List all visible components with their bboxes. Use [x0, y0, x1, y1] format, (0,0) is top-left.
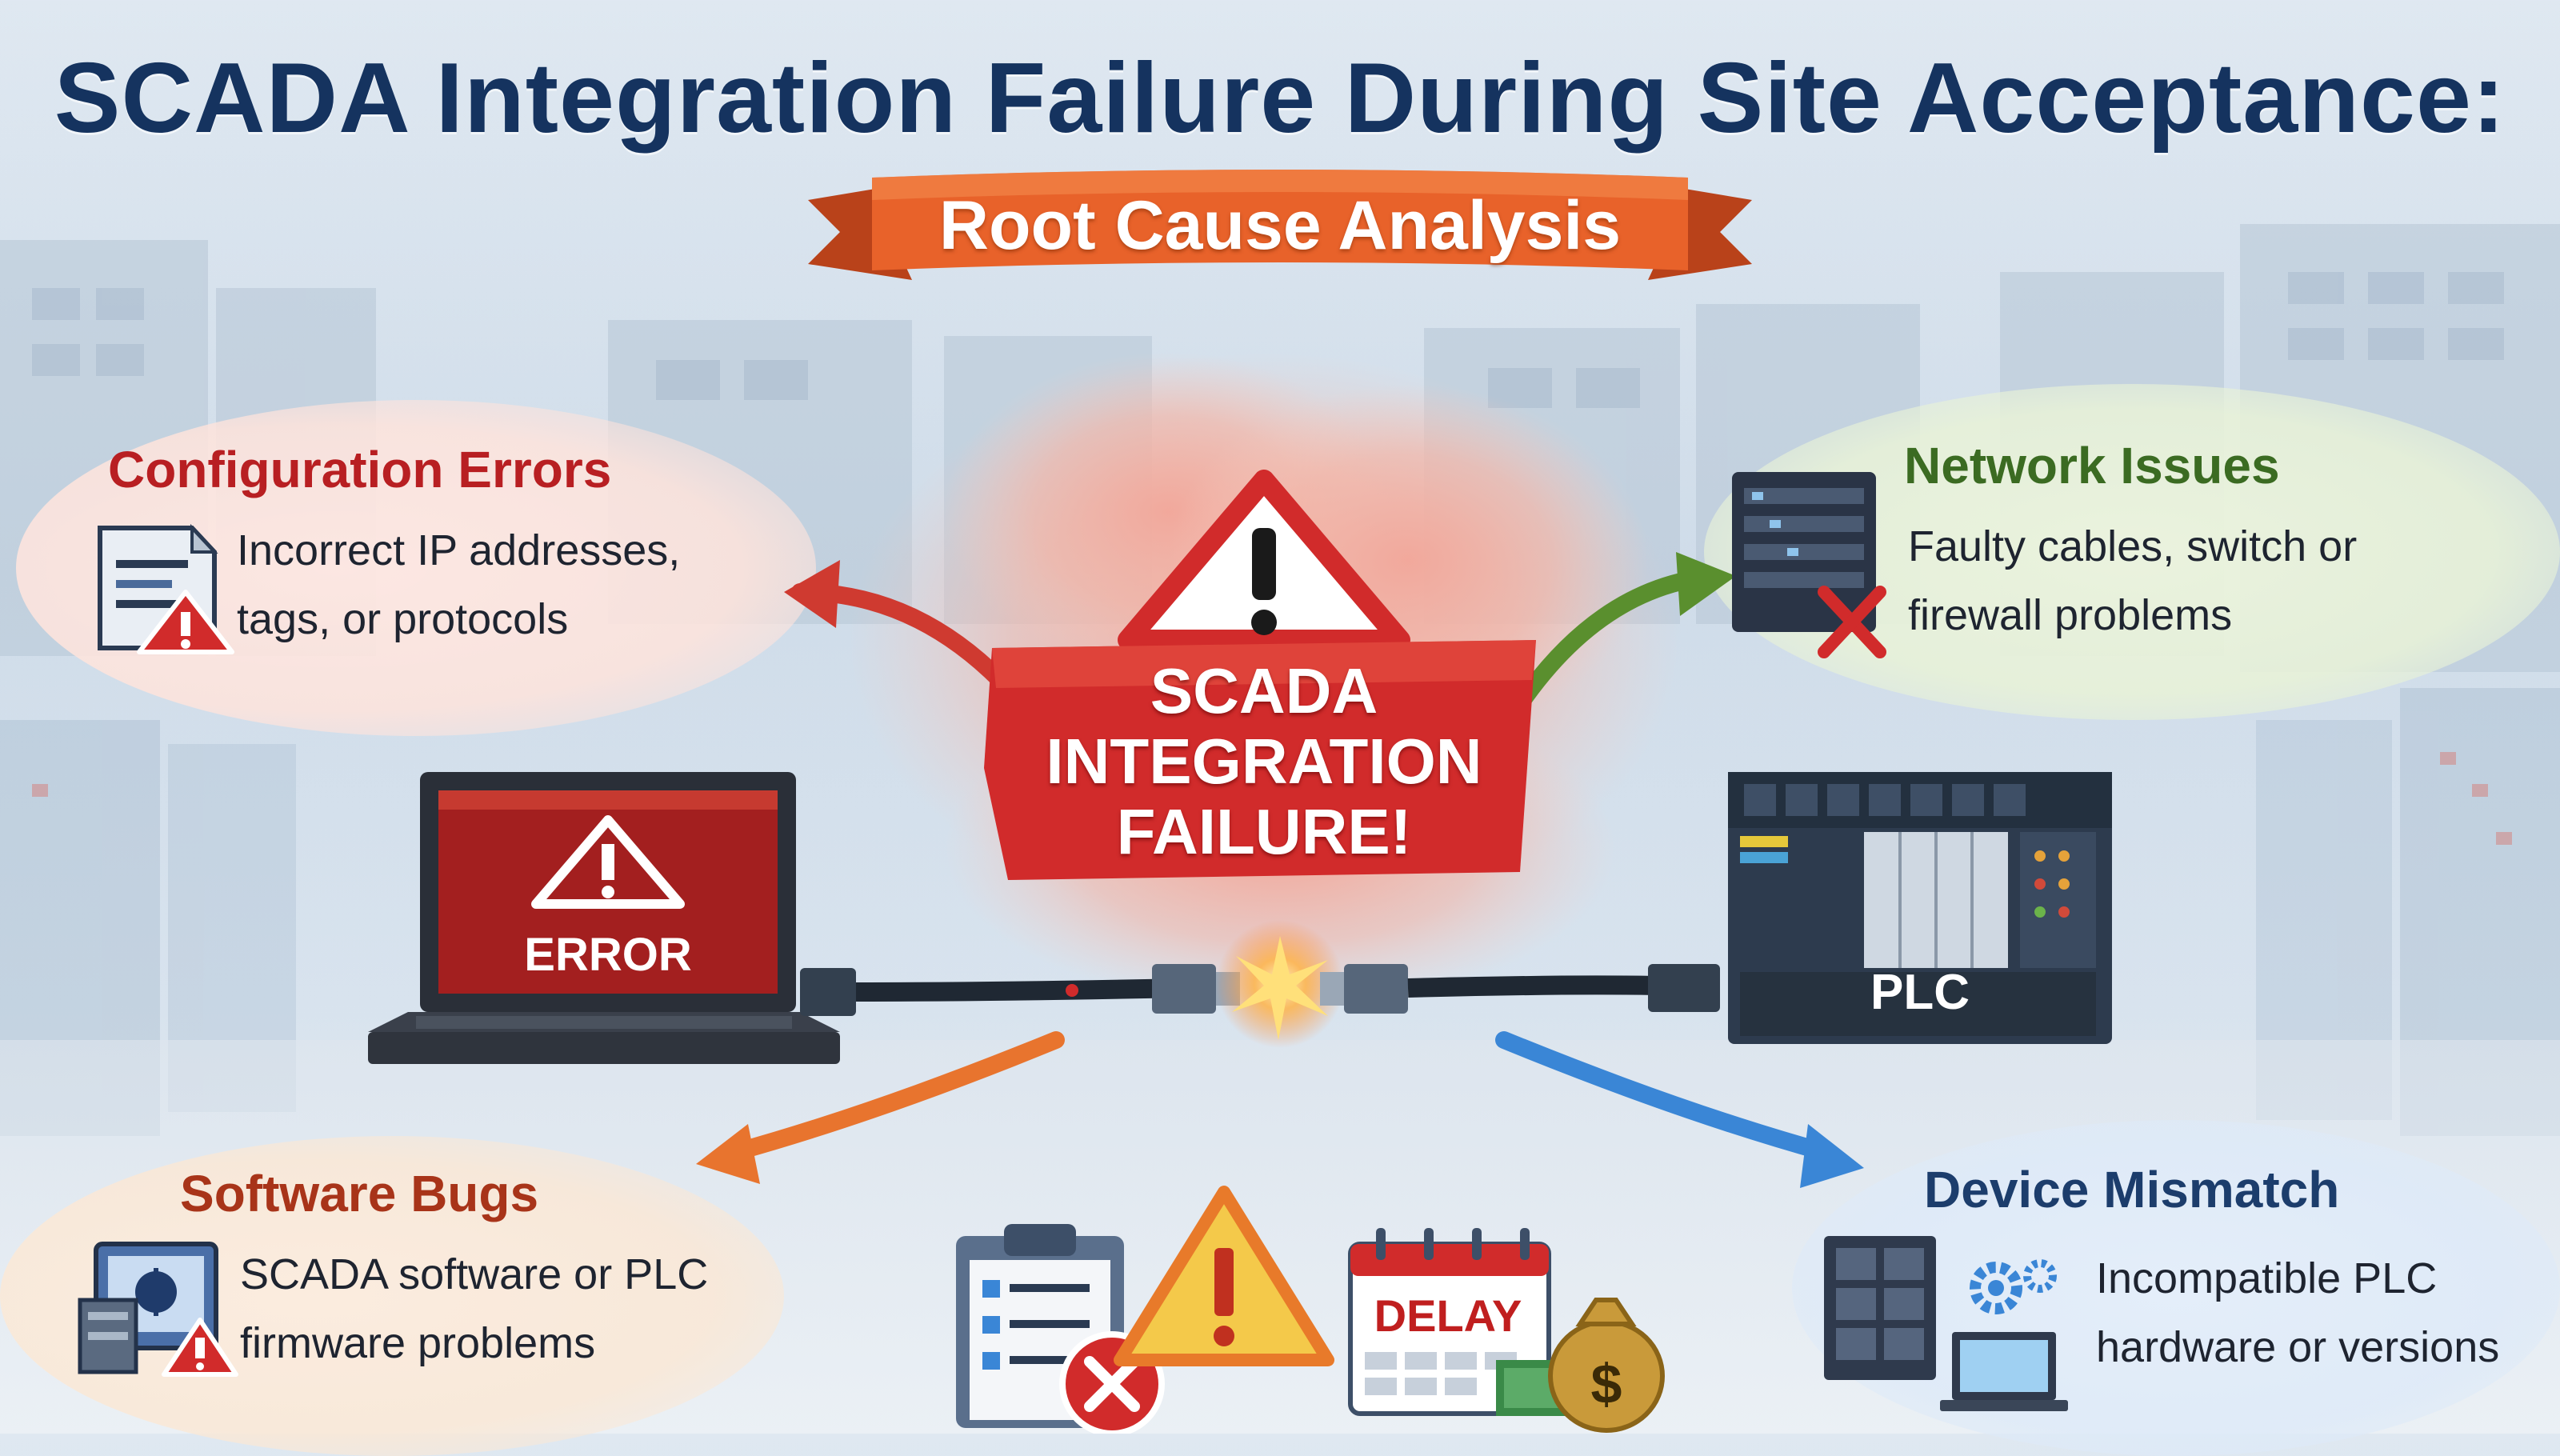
plc-label: PLC — [1870, 965, 1970, 1020]
configuration-errors-title: Configuration Errors — [108, 441, 612, 498]
failure-label-line2: INTEGRATION — [1046, 726, 1482, 797]
subtitle: Root Cause Analysis — [938, 187, 1622, 264]
device-mismatch-desc: Incompatible PLC hardware or versions — [2096, 1254, 2500, 1371]
subtitle-ribbon — [808, 170, 1752, 280]
calendar-delay-text: DELAY — [1374, 1290, 1522, 1341]
device-mismatch-title: Device Mismatch — [1924, 1161, 2340, 1218]
failure-label-line3: FAILURE! — [1116, 796, 1412, 867]
failure-label-line1: SCADA — [1150, 655, 1378, 726]
money-bag-symbol: $ — [1590, 1353, 1622, 1415]
network-issues-desc: Faulty cables, switch or firewall proble… — [1908, 522, 2358, 639]
laptop-error-text: ERROR — [524, 929, 692, 981]
page-title: SCADA Integration Failure During Site Ac… — [54, 43, 2506, 154]
configuration-errors-desc: Incorrect IP addresses, tags, or protoco… — [237, 526, 681, 643]
failure-label: SCADA INTEGRATION FAILURE! — [992, 656, 1536, 867]
software-bugs-desc: SCADA software or PLC firmware problems — [240, 1250, 709, 1367]
software-bugs-title: Software Bugs — [180, 1165, 539, 1222]
network-issues-title: Network Issues — [1904, 437, 2280, 494]
